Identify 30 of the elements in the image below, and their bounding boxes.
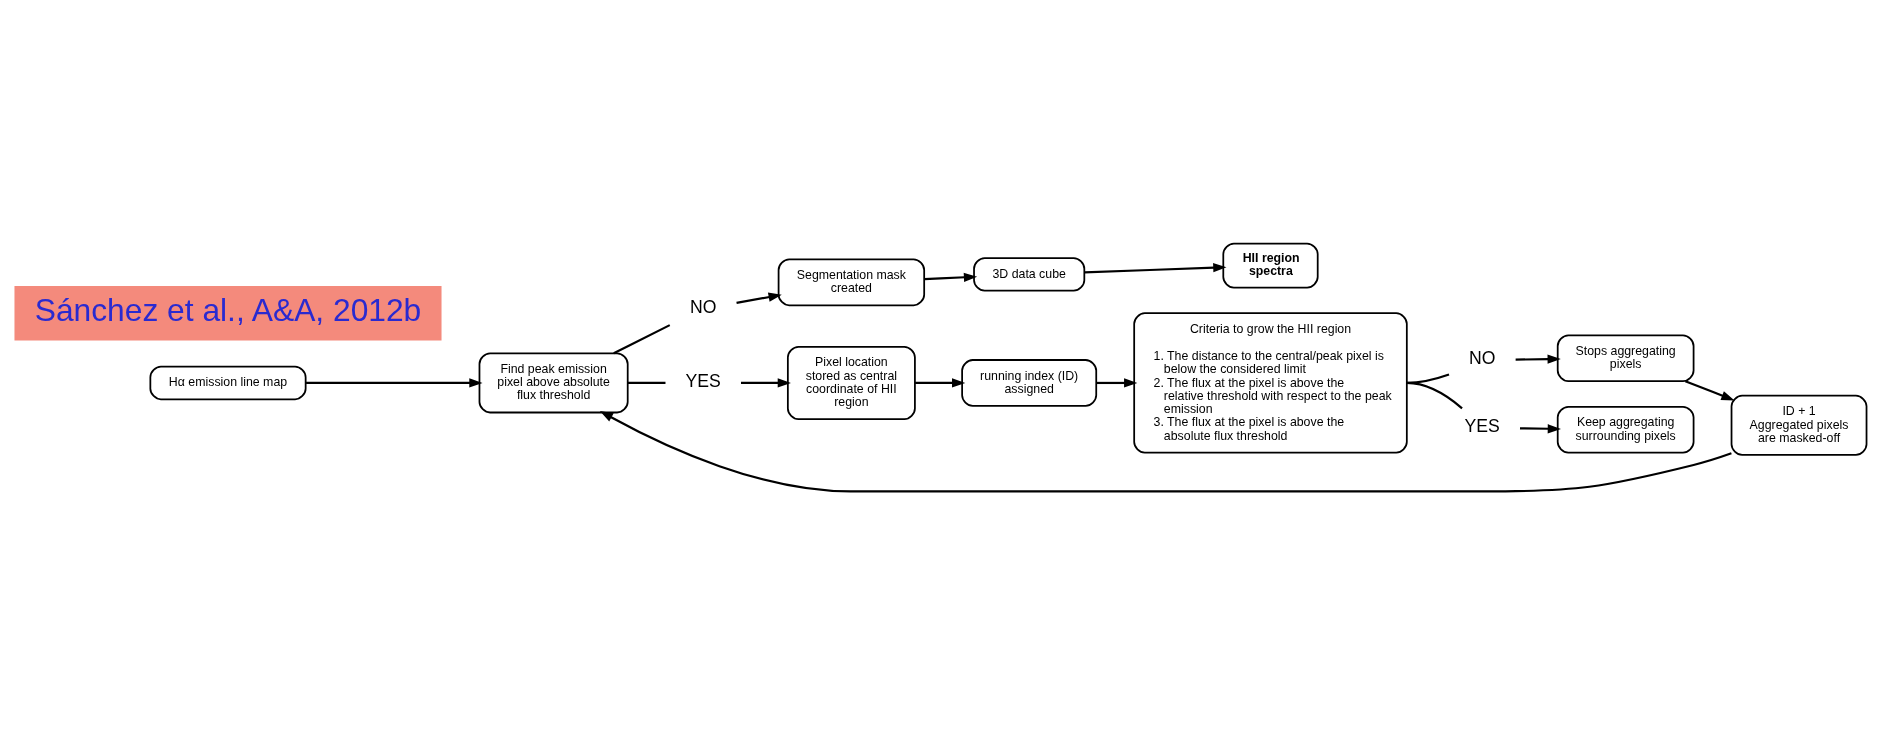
node-box: Segmentation mask created [777, 258, 926, 307]
arrow [1519, 424, 1561, 434]
arrow [736, 292, 782, 305]
node-box: running index (ID) assigned [961, 359, 1098, 407]
node-text: YES [685, 371, 721, 392]
node-box: Hα emission line map [149, 365, 307, 401]
arrow [599, 410, 1732, 493]
arrow [915, 378, 966, 388]
arrow [306, 378, 483, 388]
arrow [1515, 354, 1561, 364]
connector [1406, 381, 1463, 410]
node-box: Find peak emission pixel above absolute flux threshold [478, 352, 629, 414]
node-text: YES [1464, 416, 1500, 437]
node-box: HII region spectra [1222, 242, 1319, 289]
arrow [1096, 378, 1138, 388]
node-box: Criteria to grow the HII region 1. The distance to the central/peak pixel is below the considered limit 2. The flux at the pixel is above the relative threshold with respect to the peak emission 3. The flux at the pixel is above the absolute flux threshold [1133, 312, 1408, 454]
node-text: NO [1469, 348, 1496, 369]
node-box: 3D data cube [973, 257, 1086, 292]
node-text: NO [689, 297, 717, 318]
node-box: Keep aggregating surrounding pixels [1556, 405, 1695, 454]
node-box: ID + 1 Aggregated pixels are masked-off [1730, 394, 1868, 456]
arrow [1684, 380, 1735, 401]
node-box: Stops aggregating pixels [1556, 334, 1695, 383]
node-box: Pixel location stored as central coordinate of HII region [786, 345, 916, 420]
connector [627, 381, 666, 385]
connector [613, 324, 671, 355]
label: Sánchez et al., A&A, 2012b [34, 292, 422, 328]
arrow [924, 272, 978, 282]
arrow [741, 378, 791, 388]
arrow [1084, 263, 1227, 274]
